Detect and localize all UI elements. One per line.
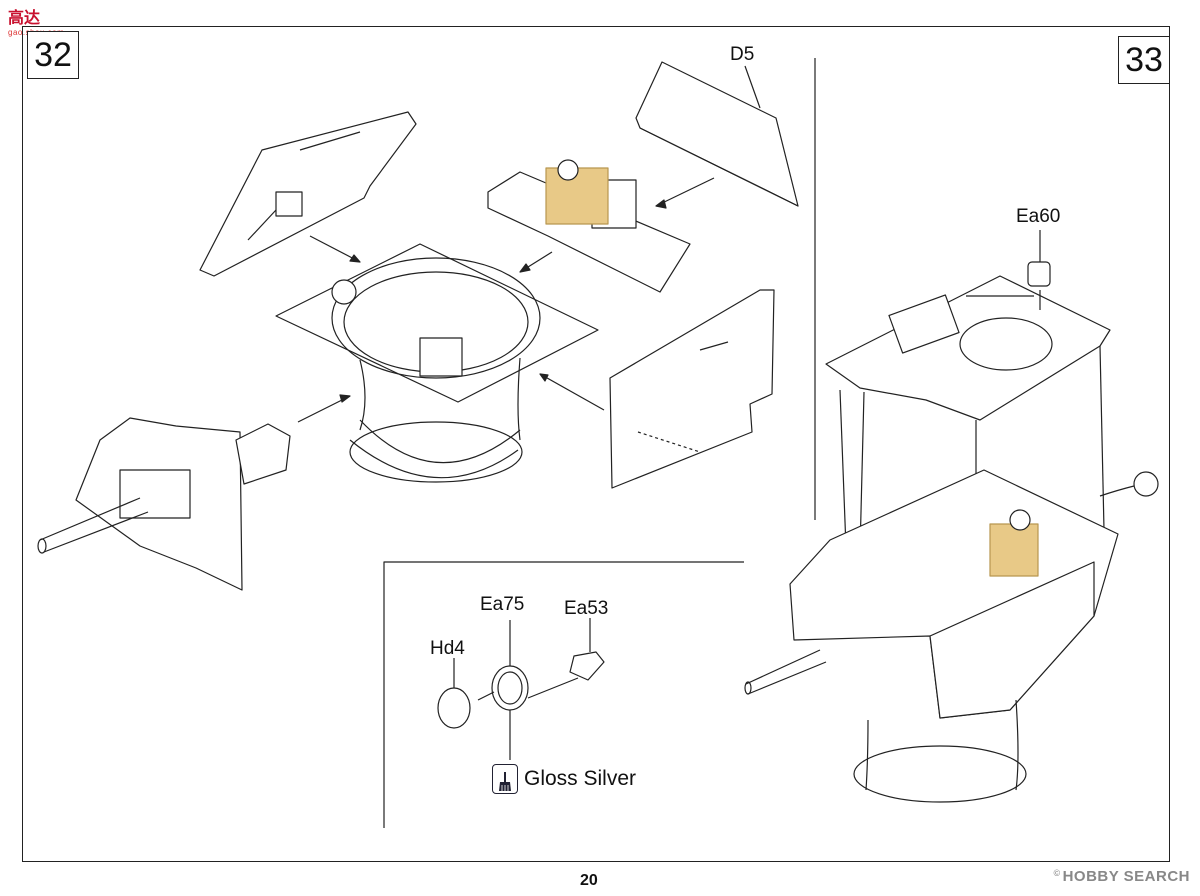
hd4-part <box>437 687 471 729</box>
turret-ring-base <box>275 243 599 483</box>
part-label-ea60: Ea60 <box>1016 206 1061 227</box>
step-number-33: 33 <box>1118 36 1170 84</box>
right-side-plate <box>609 289 775 489</box>
page-number: 20 <box>580 872 598 889</box>
periscope-part-33 <box>1099 471 1159 497</box>
arrow-ea53 <box>527 677 579 699</box>
paint-color-name: Gloss Silver <box>524 767 637 790</box>
ea53-part <box>569 618 605 681</box>
hobby-search-watermark: ©HOBBY SEARCH <box>1053 868 1190 885</box>
leader-d5 <box>744 65 761 109</box>
brush-icon <box>492 764 518 794</box>
d5-plate <box>635 61 799 207</box>
part-label-ea53: Ea53 <box>564 598 609 619</box>
step-number-32: 32 <box>27 31 79 79</box>
ea75-part <box>491 620 529 760</box>
photo-etch-part-33 <box>989 523 1039 577</box>
roof-plate <box>825 275 1111 421</box>
part-label-hd4: Hd4 <box>430 638 465 659</box>
instruction-frame <box>22 26 1170 862</box>
arrow-side-plate <box>539 373 605 411</box>
arrow-d5 <box>655 177 715 207</box>
paint-callout: Gloss Silver <box>492 764 636 794</box>
part-label-ea75: Ea75 <box>480 594 525 615</box>
ea60-part <box>1027 261 1051 287</box>
part-label-d5: D5 <box>730 44 755 65</box>
subassembly-box-outline <box>383 561 744 828</box>
rear-shelf <box>487 159 691 293</box>
left-plate <box>199 111 417 277</box>
arrow-hd4 <box>477 691 495 701</box>
turret-hull <box>744 469 1119 803</box>
gun-assembly <box>37 417 291 591</box>
photo-etch-part <box>545 167 609 225</box>
